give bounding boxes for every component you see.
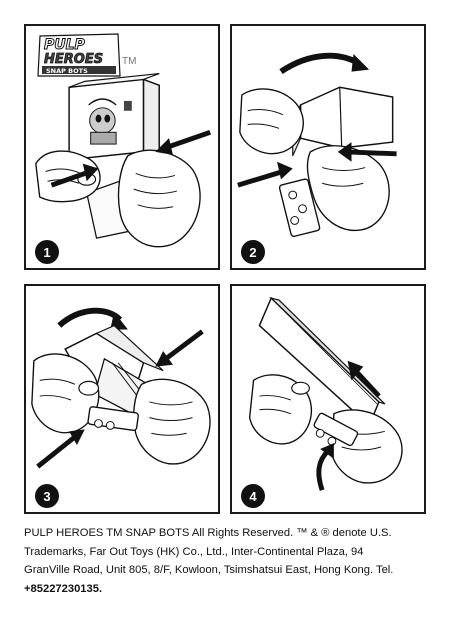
legal-line-1: PULP HEROES TM SNAP BOTS All Rights Rese… bbox=[24, 527, 392, 539]
svg-text:PULP: PULP bbox=[44, 37, 86, 53]
step-number-1: 1 bbox=[35, 240, 59, 264]
step-4-illustration bbox=[248, 296, 403, 491]
step-1-illustration bbox=[35, 72, 211, 248]
svg-text:SNAP BOTS: SNAP BOTS bbox=[46, 67, 88, 75]
legal-line-3: GranVille Road, Unit 805, 8/F, Kowloon, … bbox=[24, 564, 394, 576]
legal-notice: PULP HEROES TM SNAP BOTS All Rights Rese… bbox=[24, 524, 428, 598]
pulp-heroes-logo: PULP HEROES SNAP BOTS bbox=[36, 32, 122, 78]
instruction-panel-1: PULP HEROES SNAP BOTS TM 1 bbox=[24, 24, 220, 270]
svg-text:HEROES: HEROES bbox=[44, 52, 103, 67]
legal-line-4: +85227230135. bbox=[24, 582, 103, 595]
legal-line-2: Trademarks, Far Out Toys (HK) Co., Ltd.,… bbox=[24, 545, 364, 558]
step-2-illustration bbox=[237, 52, 397, 238]
step-number-2: 2 bbox=[241, 240, 265, 264]
step-number-4: 4 bbox=[241, 484, 265, 508]
instruction-panel-3: 3 bbox=[24, 284, 220, 514]
instruction-panel-2: 2 bbox=[230, 24, 426, 270]
step-3-illustration bbox=[31, 307, 211, 469]
instruction-panel-4: 4 bbox=[230, 284, 426, 514]
step-number-3: 3 bbox=[35, 484, 59, 508]
logo-trademark: TM bbox=[122, 56, 137, 67]
